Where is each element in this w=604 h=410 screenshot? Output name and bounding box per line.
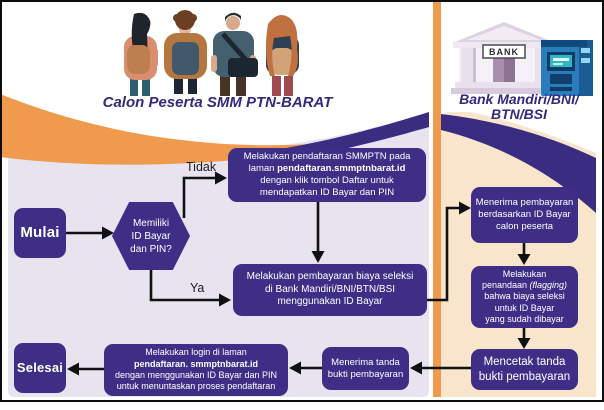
login-node: Melakukan login di laman pendaftaran. sm… <box>104 344 288 396</box>
register-node: Melakukan pendaftaran SMMPTN pada laman … <box>228 148 426 202</box>
bank-sign-text: BANK <box>489 47 519 57</box>
arrow-no-branch <box>182 176 216 218</box>
bank-sign <box>482 44 526 59</box>
receipt-node: Menerima tanda bukti pembayaran <box>322 347 409 390</box>
white-wedge <box>470 112 596 153</box>
students-illustration <box>124 10 299 96</box>
atm-icon <box>541 40 593 96</box>
bank-illustration: BANK <box>451 22 593 96</box>
decision-node: Memiliki ID Bayar dan PIN? <box>112 202 190 270</box>
vertical-divider <box>433 2 441 397</box>
branch-label-yes: Ya <box>190 281 205 295</box>
orange-band <box>0 94 348 165</box>
start-node: Mulai <box>14 208 66 258</box>
right-title-line1: Bank Mandiri/BNI/ <box>459 91 579 107</box>
arrow-pay-to-bank <box>425 206 460 302</box>
pay-node: Melakukan pembayaran biaya seleksi di Ba… <box>233 264 427 316</box>
right-section-title: Bank Mandiri/BNI/ BTN/BSI <box>443 91 595 123</box>
left-section-title: Calon Peserta SMM PTN-BARAT <box>102 94 333 111</box>
bank-print-node: Mencetak tanda bukti pembayaran <box>471 349 578 390</box>
bank-receive-node: Menerima pembayaran berdasarkan ID Bayar… <box>471 187 578 243</box>
end-node: Selesai <box>14 343 66 393</box>
bank-flag-node: Melakukan penandaan (flagging) bahwa bia… <box>471 266 578 328</box>
purple-band-right <box>441 114 596 213</box>
right-title-line2: BTN/BSI <box>491 106 547 123</box>
arrow-yes-branch <box>149 268 220 302</box>
branch-label-no: Tidak <box>186 160 217 174</box>
